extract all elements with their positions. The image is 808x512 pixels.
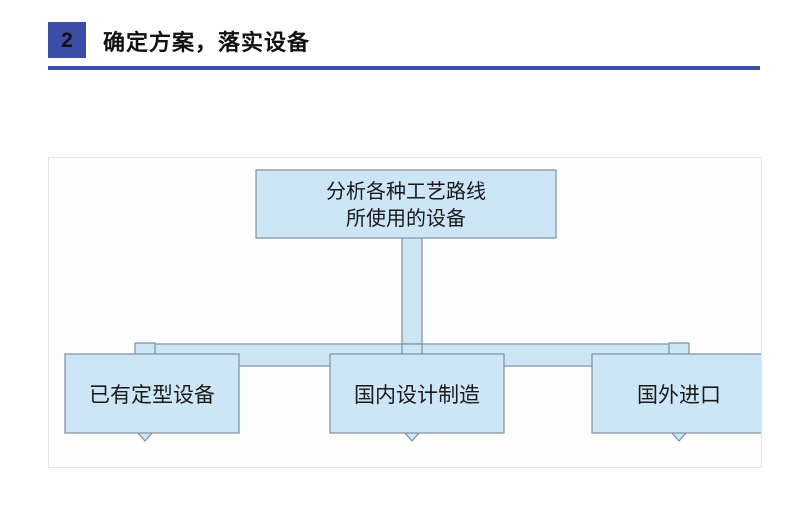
flow-node-branch-1[interactable]: 已有定型设备 [64, 353, 240, 434]
flow-node-root[interactable]: 分析各种工艺路线 所使用的设备 [255, 169, 557, 239]
header-divider [48, 66, 760, 70]
flow-node-branch-2-box [329, 353, 505, 434]
flow-node-root-line2: 所使用的设备 [346, 207, 466, 230]
section-number-badge: 2 [48, 22, 86, 58]
flow-node-branch-3-box [591, 353, 761, 434]
flow-node-root-line1: 分析各种工艺路线 [326, 180, 486, 203]
flow-node-branch-1-box [64, 353, 240, 434]
flow-node-branch-1-label: 已有定型设备 [89, 383, 215, 407]
page-title: 确定方案，落实设备 [103, 30, 311, 55]
connector-root-stem [401, 235, 423, 350]
flow-node-branch-3[interactable]: 国外进口 [591, 353, 761, 434]
slide-header: 2 确定方案，落实设备 [0, 0, 808, 76]
flowchart-svg: 分析各种工艺路线 所使用的设备 已有定型设备 国内设计制造 国外进口 [64, 169, 761, 442]
diagram-panel: 分析各种工艺路线 所使用的设备 已有定型设备 国内设计制造 国外进口 [48, 157, 762, 468]
flow-node-root-box [255, 169, 557, 239]
flow-node-branch-3-label: 国外进口 [637, 383, 721, 407]
flow-node-branch-2[interactable]: 国内设计制造 [329, 353, 505, 434]
flow-node-branch-2-label: 国内设计制造 [354, 383, 480, 407]
section-number-label: 2 [61, 28, 73, 52]
